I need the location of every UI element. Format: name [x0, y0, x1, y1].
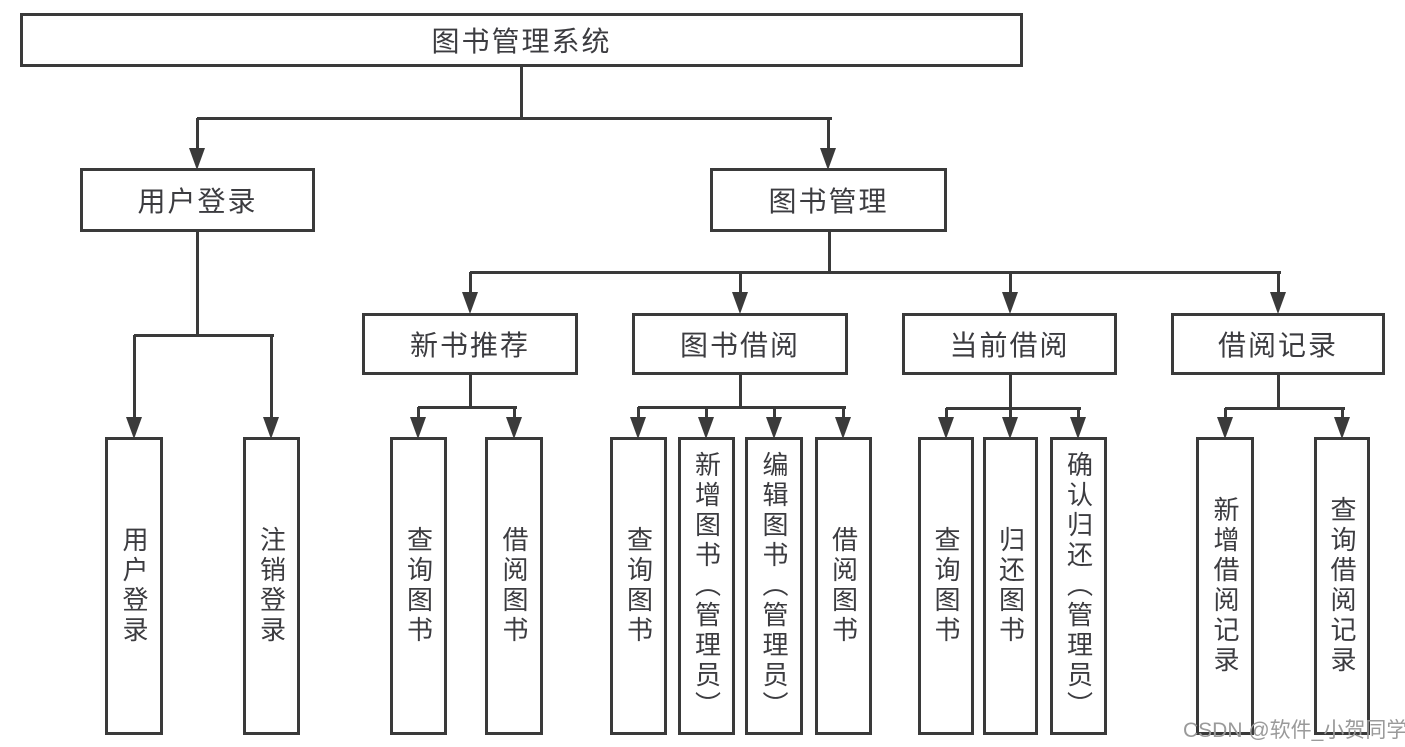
leaf-query-book-borrow: 查询图书: [610, 437, 667, 735]
node-current-borrow: 当前借阅: [902, 313, 1117, 375]
connector-arrowhead: [263, 417, 279, 439]
connector-arrowhead: [766, 417, 782, 439]
connector-branch: [418, 406, 517, 409]
connector-drop: [1277, 272, 1280, 296]
connector-arrowhead: [732, 292, 748, 314]
connector-stem: [196, 232, 199, 337]
connector-arrowhead: [1270, 292, 1286, 314]
connector-drop: [945, 408, 948, 421]
connector-arrowhead: [1002, 417, 1018, 439]
leaf-query-book-recommend: 查询图书: [390, 437, 447, 735]
connector-arrowhead: [1334, 417, 1350, 439]
leaf-query-book-current: 查询图书: [918, 437, 974, 735]
connector-stem: [1009, 375, 1012, 410]
connector-stem: [469, 375, 472, 409]
node-book-borrow: 图书借阅: [632, 313, 848, 375]
connector-drop: [270, 335, 273, 421]
leaf-logout: 注销登录: [243, 437, 300, 735]
node-borrow-record: 借阅记录: [1171, 313, 1385, 375]
connector-drop: [513, 407, 516, 421]
connector-drop: [1341, 408, 1344, 421]
connector-arrowhead: [506, 417, 522, 439]
node-user-login: 用户登录: [80, 168, 315, 232]
connector-drop: [196, 118, 199, 152]
leaf-return-book: 归还图书: [983, 437, 1038, 735]
leaf-borrow-book-recommend: 借阅图书: [485, 437, 543, 735]
leaf-borrow-book: 借阅图书: [815, 437, 872, 735]
connector-arrowhead: [820, 148, 836, 170]
connector-stem: [739, 375, 742, 409]
connector-drop: [1224, 408, 1227, 421]
connector-branch: [1225, 407, 1345, 410]
node-library-management-system: 图书管理系统: [20, 13, 1023, 67]
csdn-watermark: CSDN @软件_小贺同学: [1183, 719, 1405, 742]
node-book-management: 图书管理: [710, 168, 947, 232]
connector-arrowhead: [698, 417, 714, 439]
leaf-user-login: 用户登录: [105, 437, 163, 735]
leaf-confirm-return-admin: 确认归还（管理员）: [1050, 437, 1107, 735]
connector-drop: [827, 118, 830, 152]
connector-drop: [739, 272, 742, 296]
connector-arrowhead: [1217, 417, 1233, 439]
leaf-edit-book-admin: 编辑图书（管理员）: [745, 437, 803, 735]
connector-arrowhead: [462, 292, 478, 314]
connector-arrowhead: [126, 417, 142, 439]
connector-drop: [1077, 408, 1080, 421]
connector-drop: [842, 407, 845, 421]
connector-arrowhead: [189, 148, 205, 170]
leaf-query-borrow-record: 查询借阅记录: [1314, 437, 1370, 735]
connector-drop: [469, 272, 472, 296]
connector-stem: [828, 232, 831, 274]
connector-branch: [946, 407, 1081, 410]
connector-drop: [773, 407, 776, 421]
connector-branch: [470, 271, 1281, 274]
connector-branch: [197, 117, 832, 120]
connector-arrowhead: [1070, 417, 1086, 439]
connector-drop: [705, 407, 708, 421]
connector-branch: [134, 334, 274, 337]
connector-arrowhead: [410, 417, 426, 439]
connector-drop: [1009, 408, 1012, 421]
leaf-add-borrow-record: 新增借阅记录: [1196, 437, 1254, 735]
connector-drop: [417, 407, 420, 421]
leaf-add-book-admin: 新增图书（管理员）: [678, 437, 735, 735]
connector-drop: [1009, 272, 1012, 296]
connector-stem: [520, 67, 523, 120]
connector-branch: [638, 406, 846, 409]
connector-arrowhead: [1002, 292, 1018, 314]
node-new-book-recommend: 新书推荐: [362, 313, 578, 375]
connector-arrowhead: [835, 417, 851, 439]
connector-drop: [637, 407, 640, 421]
connector-drop: [133, 335, 136, 421]
connector-stem: [1277, 375, 1280, 410]
connector-arrowhead: [938, 417, 954, 439]
connector-arrowhead: [630, 417, 646, 439]
